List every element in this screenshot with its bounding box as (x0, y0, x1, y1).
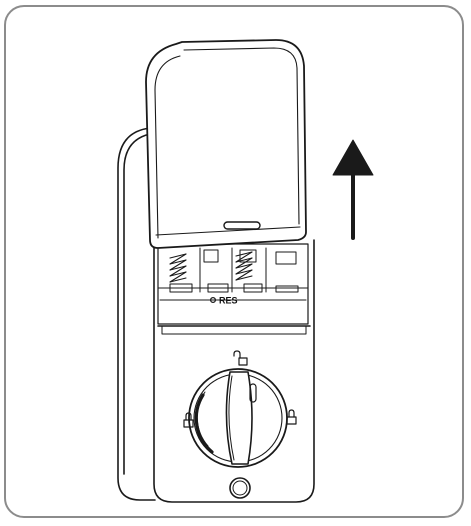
lift-direction-arrow-icon (332, 139, 374, 240)
lock-rear-body (117, 127, 156, 501)
lock-icon-left (183, 412, 194, 428)
lock-icon-right (286, 409, 297, 425)
battery-spring-right (235, 251, 253, 281)
reset-label: RES (219, 296, 238, 306)
unlock-icon (233, 350, 248, 366)
bottom-keyhole (229, 477, 251, 499)
lock-front-body (153, 239, 315, 503)
lock-rear-body-inner (123, 133, 151, 475)
reset-button (209, 296, 217, 304)
cover-release-slot (223, 221, 261, 230)
battery-compartment (157, 243, 311, 335)
battery-cover (145, 39, 307, 249)
battery-spring-left (169, 253, 187, 283)
thumb-turn-knob (188, 368, 288, 468)
